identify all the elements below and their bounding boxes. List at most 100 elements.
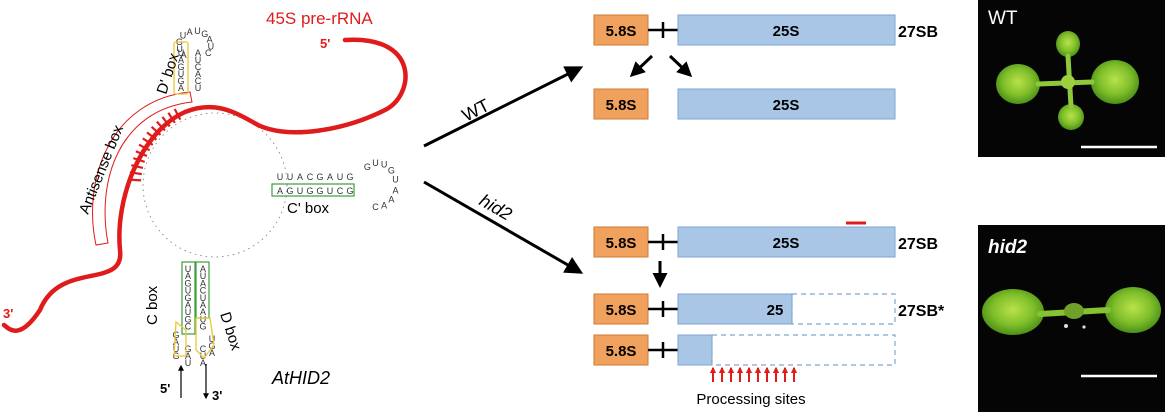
right-stem-nucleotide: A	[297, 172, 303, 182]
snorna-three-prime: 3'	[212, 388, 222, 403]
hid2-27sb-label: 27SB	[898, 236, 938, 253]
right-stem-nucleotide: G	[346, 186, 353, 196]
d-box-label: D box	[216, 310, 244, 353]
d-box-outline	[195, 317, 215, 359]
c-box-label: C box	[144, 285, 161, 325]
c-prime-box-label: C' box	[287, 200, 330, 217]
hid2-25-partial-block	[677, 293, 793, 325]
hid2-debris-2	[1082, 325, 1086, 329]
wt-cleave-arrow-left	[629, 54, 654, 78]
right-loop-nucleotide: A	[392, 185, 398, 195]
bottom-pair-nucleotide: A	[185, 351, 191, 361]
top-loop-nucleotide: G	[201, 29, 208, 39]
bottom-stem-nucleotide: A	[185, 271, 191, 281]
wt-58s-block	[593, 14, 649, 46]
top-stem-nucleotide: U	[195, 55, 202, 65]
top-stem-nucleotide: U	[178, 69, 185, 79]
hid2-27sb-star-label: 27SB*	[898, 303, 945, 320]
d-box-outline-2	[173, 320, 187, 357]
bottom-stem-nucleotide: G	[184, 278, 191, 288]
bottom-loop-nucleotide: U	[173, 344, 180, 354]
right-loop-nucleotide: A	[381, 201, 387, 211]
hid2-processing: 5.8S 25S 27SB 5.8S 25 27SB* 5.8S Process…	[593, 221, 945, 408]
bottom-stem-nucleotide: A	[200, 300, 206, 310]
right-stem-nucleotide: U	[277, 172, 284, 182]
right-stem-nucleotide: G	[306, 186, 313, 196]
right-stem-nucleotide: U	[297, 186, 304, 196]
hid2-shoot-center	[1064, 303, 1084, 319]
wt-leaf-top	[1056, 31, 1080, 57]
right-loop-nucleotide: C	[372, 202, 379, 212]
hid2-photo-label: hid2	[988, 237, 1027, 258]
bottom-stem-nucleotide: U	[185, 264, 192, 274]
hid2-58s-label-2: 5.8S	[606, 302, 637, 319]
hid2-58s-block-3	[593, 334, 649, 366]
bottom-stem-nucleotide: C	[185, 322, 192, 332]
top-stem-nucleotide: G	[177, 62, 184, 72]
right-loop-nucleotide: U	[381, 159, 388, 169]
hid2-25-partial-label: 25	[767, 302, 784, 319]
right-stem-nucleotide: A	[277, 186, 283, 196]
c-prime-box-outline	[271, 183, 355, 197]
top-stem-nucleotide: A	[178, 55, 184, 65]
bottom-pair-nucleotide: G	[184, 344, 191, 354]
wt-processing: 5.8S 25S 27SB 5.8S 25S	[593, 14, 938, 120]
wt-leaf-right	[1091, 60, 1139, 104]
wt-pathway-arrow	[423, 66, 584, 148]
bottom-loop-nucleotide: G	[172, 330, 179, 340]
hid2-short-fragment	[677, 334, 713, 366]
bottom-stem-nucleotide: A	[200, 264, 206, 274]
bottom-stem-nucleotide: A	[200, 307, 206, 317]
hid2-pathway-arrow	[423, 180, 584, 274]
hid2-seedling-image	[982, 287, 1161, 335]
right-loop-nucleotide: G	[388, 165, 395, 175]
top-stem-nucleotide: U	[178, 48, 185, 58]
bottom-loop-nucleotide: G	[208, 341, 215, 351]
wt-pathway-label: WT	[459, 95, 493, 126]
central-loop	[142, 112, 288, 258]
right-stem-nucleotide: G	[346, 172, 353, 182]
bottom-stem-nucleotide: A	[185, 300, 191, 310]
pre-rrna-three-prime: 3'	[3, 306, 13, 321]
right-stem-nucleotide: A	[327, 172, 333, 182]
top-loop-nucleotide: A	[187, 27, 193, 37]
hid2-25s-block	[677, 226, 896, 258]
bottom-pair-nucleotide: C	[200, 344, 207, 354]
right-loop-nucleotide: U	[392, 175, 399, 185]
hid2-58s-label-3: 5.8S	[606, 343, 637, 360]
right-stem-nucleotide: C	[307, 172, 314, 182]
right-stem-nucleotide: G	[316, 186, 323, 196]
wt-photo-panel: WT	[978, 0, 1165, 157]
hid2-cotyledon-right	[1105, 287, 1161, 333]
bottom-loop-nucleotide: U	[209, 334, 216, 344]
bottom-stem-nucleotide: U	[185, 286, 192, 296]
top-loop-nucleotide: U	[208, 41, 215, 51]
bottom-stem-nucleotide: G	[184, 293, 191, 303]
antisense-box-outline	[92, 91, 193, 246]
hid2-58s-label: 5.8S	[606, 235, 637, 252]
hid2-25-missing-region	[791, 293, 896, 325]
wt-25s-product-label: 25S	[773, 97, 800, 114]
bottom-stem-nucleotide: U	[200, 271, 207, 281]
top-loop-nucleotide: A	[181, 50, 187, 60]
wt-25s-label: 25S	[773, 23, 800, 40]
pre-rrna-five-prime: 5'	[320, 36, 330, 51]
d-prime-box-outline	[173, 41, 189, 95]
right-stem-nucleotide: U	[327, 186, 334, 196]
hid2-25s-label: 25S	[773, 235, 800, 252]
bottom-stem-nucleotide: A	[200, 278, 206, 288]
snorna-name: AtHID2	[271, 368, 330, 388]
top-loop-nucleotide: U	[176, 44, 183, 54]
right-stem-nucleotide: G	[286, 186, 293, 196]
bottom-stem-nucleotide: G	[199, 322, 206, 332]
processing-site-arrows	[709, 366, 798, 382]
wt-cleave-arrow-right	[668, 54, 693, 78]
hid2-cotyledon-left	[982, 289, 1044, 335]
top-loop-nucleotide: C	[205, 48, 212, 58]
top-stem-nucleotide: C	[195, 76, 202, 86]
top-loop-nucleotide: U	[194, 26, 201, 36]
pre-rrna-label: 45S pre-rRNA	[266, 9, 373, 28]
hid2-short-missing-region	[711, 334, 896, 366]
wt-25s-block	[677, 14, 896, 46]
